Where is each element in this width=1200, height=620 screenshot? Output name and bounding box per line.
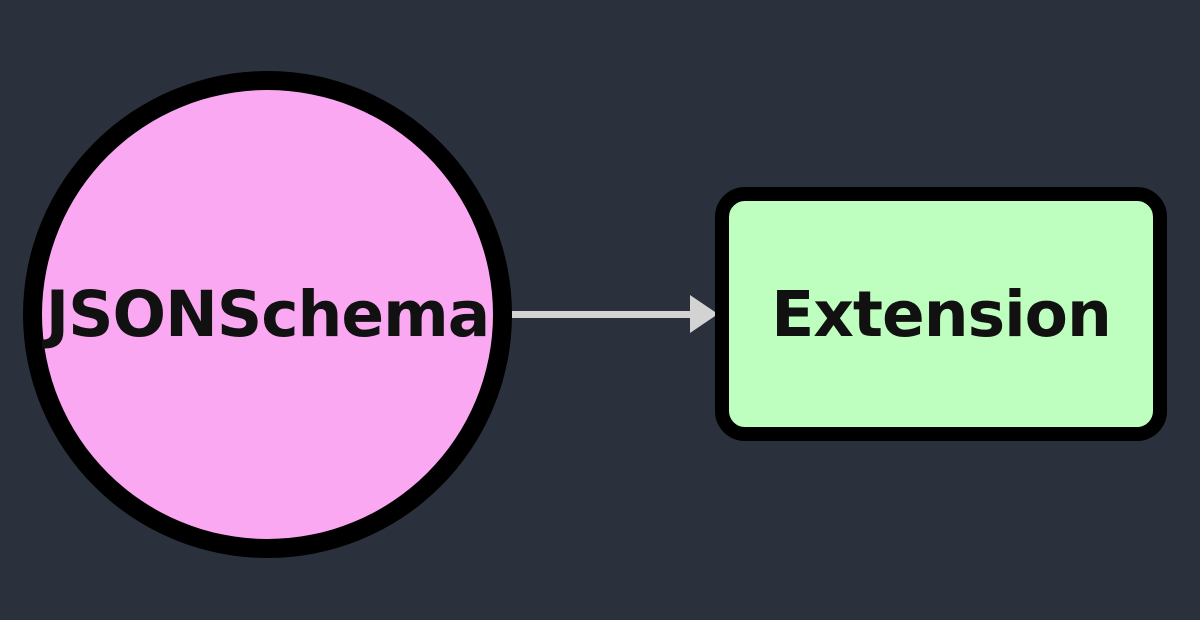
arrowhead-right-icon (690, 295, 718, 333)
node-jsonschema: JSONSchema (23, 71, 512, 558)
node-extension-label: Extension (771, 277, 1112, 351)
edge-jsonschema-to-extension-line (512, 311, 692, 318)
node-extension: Extension (715, 187, 1167, 441)
node-jsonschema-label: JSONSchema (45, 278, 491, 351)
